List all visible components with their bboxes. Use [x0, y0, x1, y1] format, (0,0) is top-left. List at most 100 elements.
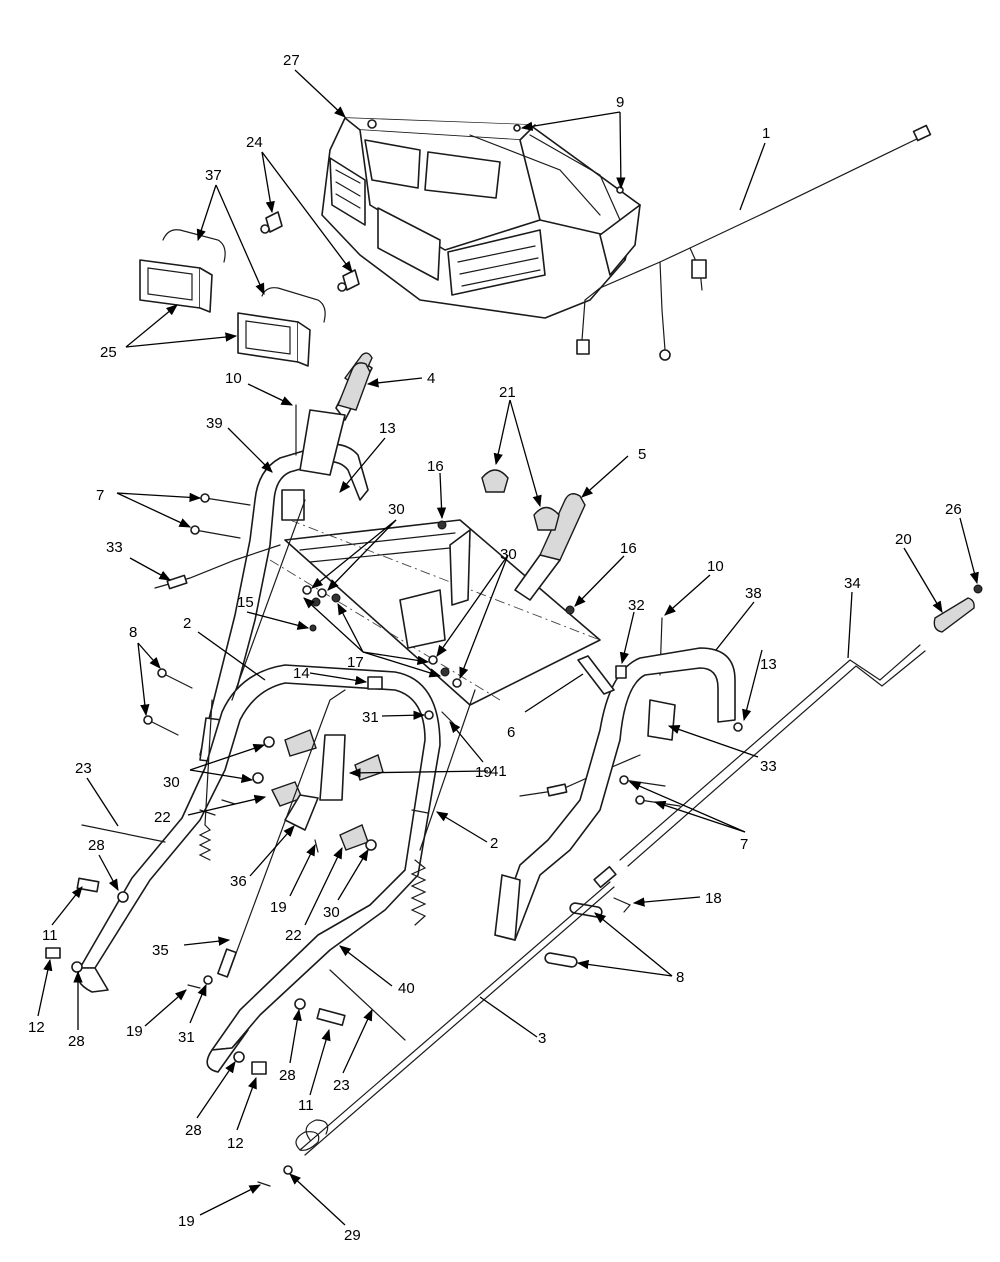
callout-2-upper: 2	[183, 615, 191, 632]
callout-17: 17	[347, 654, 364, 671]
screw-lower	[616, 186, 624, 194]
callout-21: 21	[499, 384, 516, 401]
pin-19-d	[257, 1181, 271, 1187]
knob-a	[481, 469, 509, 493]
washer-28-c	[294, 998, 306, 1010]
callout-30-upper-left: 30	[388, 501, 405, 518]
callout-4: 4	[427, 370, 435, 387]
clip-32	[615, 665, 627, 679]
callout-10-right: 10	[707, 558, 724, 575]
cable-33-right	[519, 754, 641, 797]
callout-25: 25	[100, 344, 117, 361]
callout-8-right: 8	[676, 969, 684, 986]
washer-30-a	[263, 736, 275, 748]
cap-26	[973, 584, 983, 594]
screw-upper	[513, 124, 521, 132]
knob-b	[533, 506, 560, 531]
callout-13-upper: 13	[379, 420, 396, 437]
callout-19-lower-left: 19	[126, 1023, 143, 1040]
callout-13-right: 13	[760, 656, 777, 673]
callout-29: 29	[344, 1227, 361, 1244]
chute-crank-rod	[295, 865, 617, 1156]
cable-33-left	[154, 544, 281, 590]
callout-33-right: 33	[760, 758, 777, 775]
pin-19-c	[441, 711, 455, 725]
washer-28-d	[233, 1051, 245, 1063]
leader-lines	[37, 69, 979, 1226]
washer-28-b	[71, 961, 83, 973]
callout-30-lower-left: 30	[163, 774, 180, 791]
washer-31-lower	[203, 975, 213, 985]
cam-22-c	[339, 824, 369, 851]
bushing-14	[367, 676, 383, 690]
callout-27: 27	[283, 52, 300, 69]
lamp-left	[139, 259, 213, 313]
callout-36: 36	[230, 873, 247, 890]
callout-32: 32	[628, 597, 645, 614]
callout-23-right: 23	[333, 1077, 350, 1094]
nut-b	[565, 605, 575, 615]
washer-30-c	[365, 839, 377, 851]
callout-10-upper: 10	[225, 370, 242, 387]
link-6	[577, 655, 615, 695]
callout-28-left-upper: 28	[88, 837, 105, 854]
bulb-upper	[260, 211, 283, 234]
pins-7-right	[619, 775, 681, 807]
spring-left	[198, 699, 213, 861]
callout-19-upper: 19	[475, 764, 492, 781]
rod-2-left	[231, 499, 306, 701]
callout-19-middle: 19	[270, 899, 287, 916]
lamp-clip-right	[261, 287, 326, 323]
washer-31-upper	[424, 710, 434, 720]
bulb-lower	[337, 269, 360, 292]
cam-22-b	[284, 729, 317, 757]
callout-1: 1	[762, 125, 770, 142]
bolt-23-right	[329, 969, 406, 1041]
callout-5: 5	[638, 446, 646, 463]
lamp-clip-left	[162, 229, 226, 263]
bolt-12-left	[45, 947, 61, 959]
lamp-right	[237, 312, 311, 367]
callout-22-left: 22	[154, 809, 171, 826]
callout-15: 15	[237, 594, 254, 611]
washer-set-lower	[428, 655, 462, 688]
pins-8-right	[544, 902, 603, 968]
callout-31-upper: 31	[362, 709, 379, 726]
callout-19-bottom: 19	[178, 1213, 195, 1230]
callout-23-left: 23	[75, 760, 92, 777]
control-panel-plate	[269, 519, 601, 706]
callout-11-right: 11	[298, 1097, 314, 1114]
callout-37: 37	[205, 167, 222, 184]
callout-41: 41	[490, 763, 507, 780]
callout-20: 20	[895, 531, 912, 548]
callout-2-lower: 2	[490, 835, 498, 852]
pin-19-a	[187, 984, 201, 989]
callout-12-left: 12	[28, 1019, 45, 1036]
callout-22-right: 22	[285, 927, 302, 944]
callout-11-left: 11	[42, 927, 58, 944]
grip-right	[514, 493, 586, 601]
lower-handle-bar	[76, 664, 441, 1073]
callout-38: 38	[745, 585, 762, 602]
callout-3: 3	[538, 1030, 546, 1047]
callout-16-right: 16	[620, 540, 637, 557]
shift-rod-34	[619, 644, 926, 867]
callout-16-upper: 16	[427, 458, 444, 475]
spacer-41	[319, 734, 346, 801]
pin-18	[613, 897, 631, 913]
callout-24: 24	[246, 134, 263, 151]
callout-28-left-lower: 28	[68, 1033, 85, 1050]
shift-grip-20	[933, 597, 975, 633]
bolt-11-right	[316, 1008, 346, 1026]
bolt-12-right	[251, 1061, 267, 1075]
callout-7-left: 7	[96, 487, 104, 504]
rod-35	[217, 689, 346, 978]
callout-35: 35	[152, 942, 169, 959]
callout-6: 6	[507, 724, 515, 741]
spring-right	[410, 689, 476, 926]
washer-set-upper	[302, 585, 341, 632]
callout-12-right: 12	[227, 1135, 244, 1152]
bolt-23-left	[81, 824, 166, 843]
pin-19-b	[314, 839, 319, 853]
